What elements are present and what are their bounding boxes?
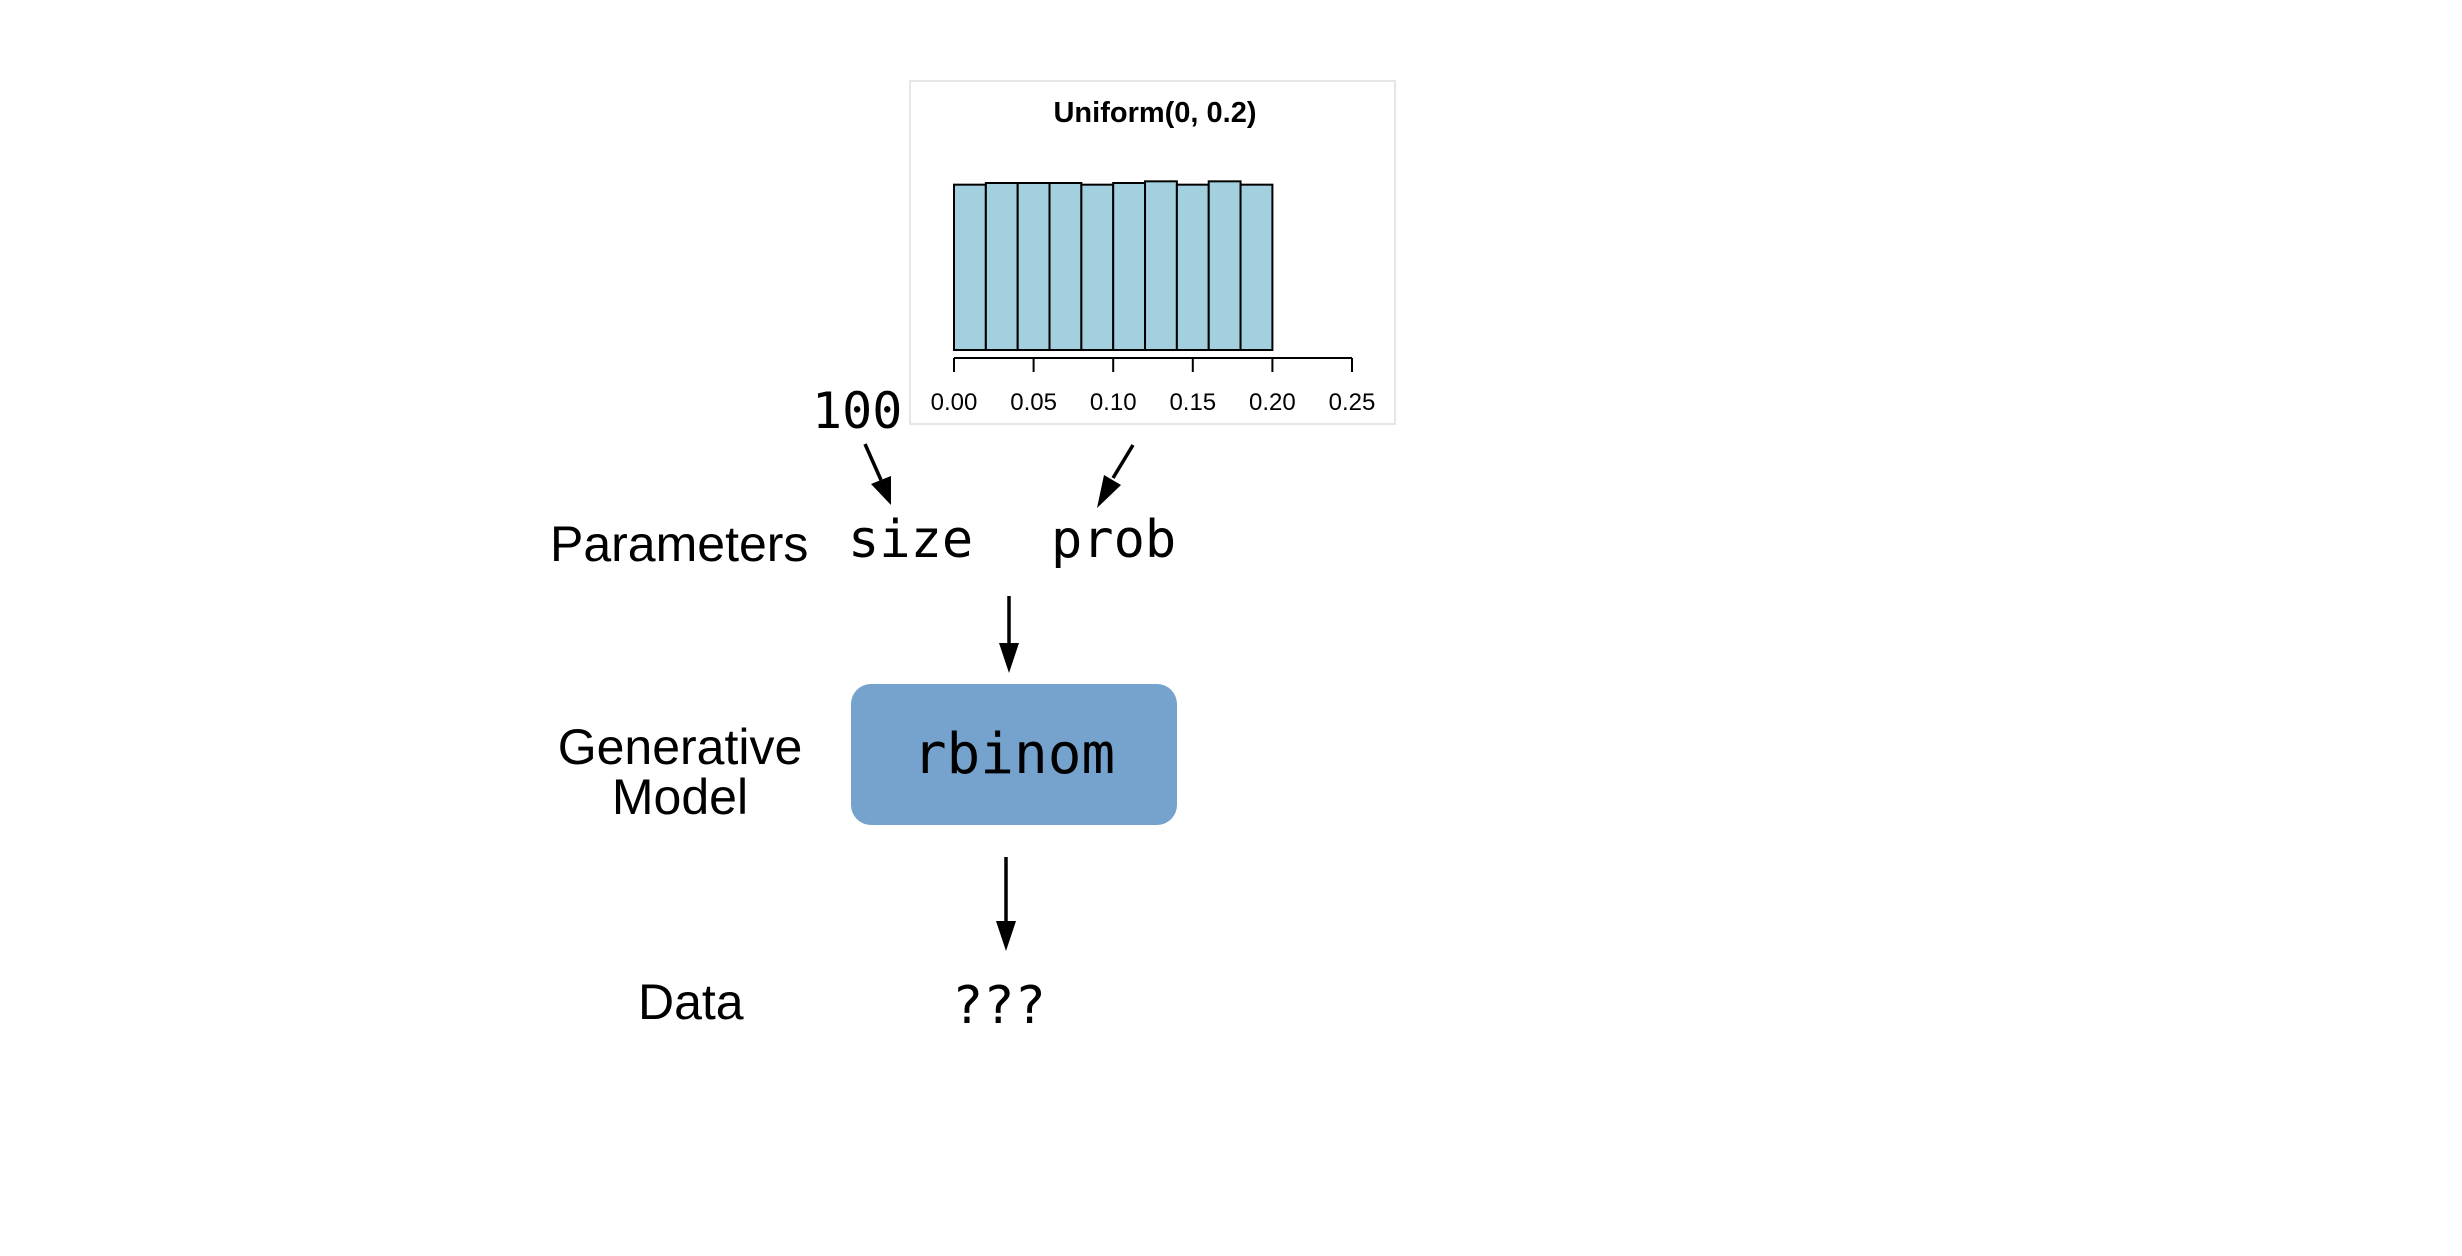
data-label: Data	[638, 974, 744, 1030]
x-tick-label: 0.00	[931, 389, 978, 416]
arrow-size-value-to-size	[863, 443, 891, 505]
histogram-bar	[1016, 182, 1051, 351]
x-axis: 0.00 0.05 0.10 0.15 0.20 0.25	[931, 357, 1376, 416]
model-name: rbinom	[912, 721, 1116, 787]
x-tick-label: 0.20	[1249, 389, 1296, 416]
size-value: 100	[812, 382, 903, 440]
size-parameter: size	[848, 510, 974, 570]
histogram-bar	[1048, 182, 1083, 351]
histogram-bar	[984, 182, 1019, 351]
histogram-bars	[953, 180, 1274, 351]
prob-parameter: prob	[1051, 510, 1177, 570]
x-tick-label: 0.10	[1090, 389, 1137, 416]
histogram-bar	[1144, 180, 1178, 351]
prior-histogram-chart: Uniform(0, 0.2) 0.00 0.05 0.10 0.15 0.20 0.25	[931, 97, 1376, 416]
generative-label-line1: Generative	[557, 719, 803, 775]
histogram-bar	[1175, 183, 1210, 351]
histogram-bar	[1112, 182, 1147, 351]
generative-model-label: Generative Model	[555, 722, 805, 822]
generative-label-line2: Model	[611, 769, 749, 825]
arrow-parameters-to-model	[999, 596, 1019, 673]
data-value: ???	[952, 976, 1046, 1036]
histogram-bar	[1207, 180, 1242, 351]
x-tick-label: 0.15	[1169, 389, 1216, 416]
prior-histogram-panel: Uniform(0, 0.2) 0.00 0.05 0.10 0.15 0.20 0.25	[909, 80, 1396, 425]
x-tick-label: 0.25	[1329, 389, 1376, 416]
chart-title: Uniform(0, 0.2)	[1053, 97, 1256, 129]
parameters-label: Parameters	[550, 516, 809, 572]
arrow-prior-to-prob	[1097, 444, 1135, 508]
x-tick-label: 0.05	[1010, 389, 1057, 416]
model-box: rbinom	[851, 684, 1177, 825]
histogram-bar	[1080, 183, 1115, 351]
histogram-bar	[953, 183, 987, 351]
histogram-bar	[1239, 183, 1274, 351]
arrow-model-to-data	[996, 857, 1016, 951]
